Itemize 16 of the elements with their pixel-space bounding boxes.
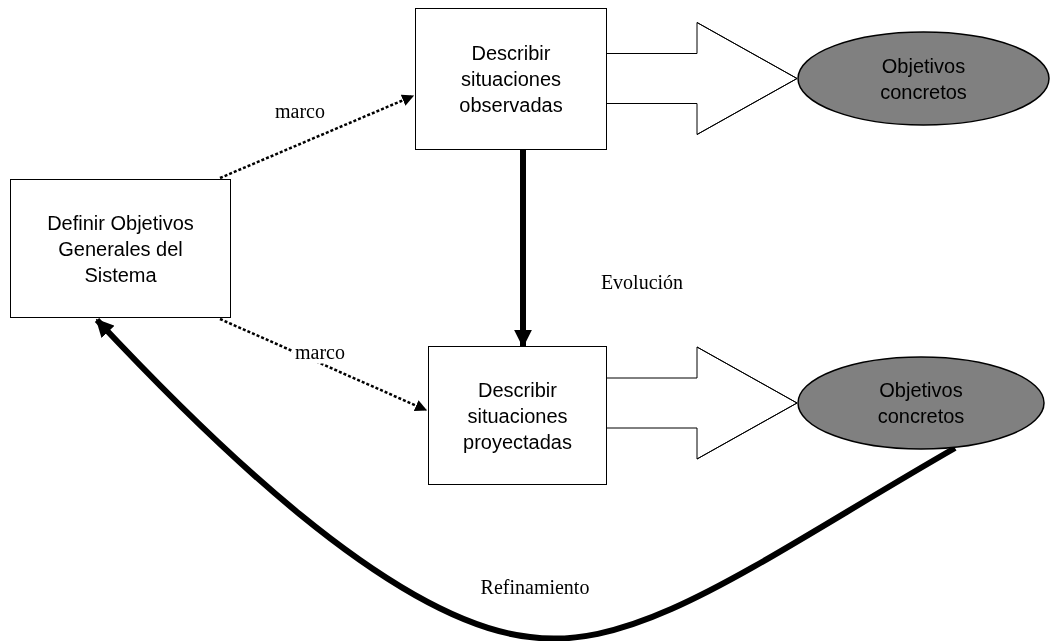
process-box bbox=[415, 8, 607, 150]
node-text: Definir Objetivos Generales del Sistema bbox=[46, 210, 195, 288]
node-text: Describir situaciones observadas bbox=[458, 41, 564, 118]
node-text: Describir situaciones proyectadas bbox=[462, 377, 573, 455]
dotted-arrow bbox=[219, 94, 415, 180]
process-box bbox=[428, 346, 607, 485]
block-arrow bbox=[606, 22, 798, 135]
block-arrow bbox=[606, 346, 798, 460]
goal-ellipse bbox=[797, 31, 1050, 126]
node-text: Objetivos concretos bbox=[879, 53, 968, 105]
thick-arrow bbox=[94, 317, 957, 641]
thick-arrow bbox=[514, 150, 532, 348]
node-text: Objetivos concretos bbox=[876, 378, 966, 429]
process-box bbox=[10, 179, 231, 318]
goal-ellipse bbox=[797, 356, 1045, 450]
dotted-arrow bbox=[219, 317, 428, 412]
